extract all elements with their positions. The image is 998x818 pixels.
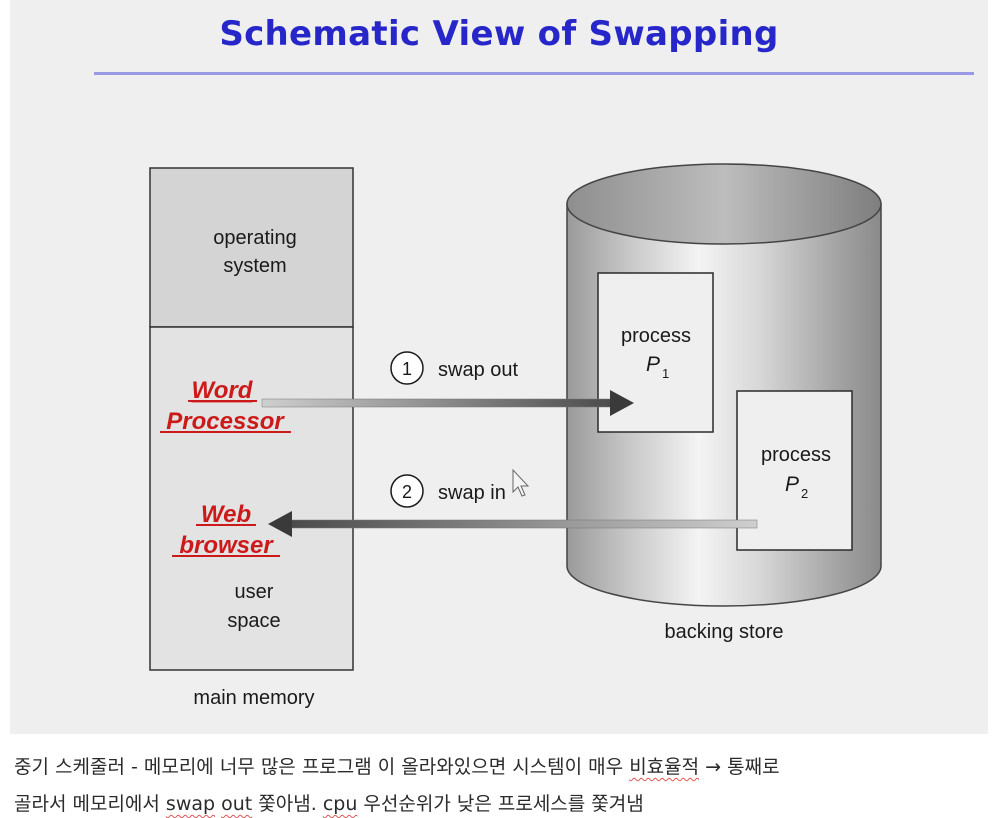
swap-in-shaft [288, 520, 757, 528]
swapping-diagram: operating system Word Processor Web brow… [10, 0, 988, 734]
swap-out-label: swap out [438, 359, 518, 381]
main-memory-label: main memory [193, 687, 314, 709]
web-browser-label-line2: browser [179, 532, 274, 559]
note-line2-tail: 우선순위가 낮은 프로세스를 쫓겨냄 [357, 793, 643, 815]
slide: Schematic View of Swapping [10, 0, 988, 734]
note-line1-tail: → 통째로 [699, 756, 779, 778]
note-out-word: out [221, 793, 252, 815]
mouse-cursor-icon [513, 470, 528, 496]
swap-out-shaft [262, 399, 614, 407]
note-misspelled-word: 비효율적 [629, 756, 699, 778]
process-p2-name: P [785, 473, 799, 496]
note-swap-word: swap [166, 793, 215, 815]
note-line-2: 골라서 메모리에서 swap out 쫓아냄. cpu 우선순위가 낮은 프로세… [14, 789, 989, 816]
note-cpu-word: cpu [323, 793, 358, 815]
process-p2-label: process [761, 444, 831, 466]
main-memory: operating system Word Processor Web brow… [150, 168, 353, 709]
note-line2-text: 골라서 메모리에서 [14, 793, 166, 815]
swap-out-label-group: 1 swap out [391, 352, 518, 384]
note-line1-text: 중기 스케줄러 - 메모리에 너무 많은 프로그램 이 올라와있으면 시스템이 … [14, 756, 629, 778]
cylinder-top [567, 164, 881, 244]
swap-in-step-number: 2 [402, 482, 412, 502]
process-p1-name: P [646, 353, 660, 376]
os-label-line1: operating [213, 227, 296, 249]
swap-in-label: swap in [438, 482, 506, 504]
note-line2-middle: 쫓아냄. [252, 793, 323, 815]
swap-in-label-group: 2 swap in [391, 475, 506, 507]
web-browser-label-line1: Web [201, 501, 251, 528]
os-label-line2: system [223, 255, 286, 277]
note-line-1: 중기 스케줄러 - 메모리에 너무 많은 프로그램 이 올라와있으면 시스템이 … [14, 752, 989, 779]
word-processor-label-line1: Word [192, 377, 254, 404]
backing-store-label: backing store [665, 621, 784, 643]
user-space-label-line2: space [227, 610, 280, 632]
swap-out-step-number: 1 [402, 359, 412, 379]
process-p1-subscript: 1 [662, 366, 669, 381]
process-p2-subscript: 2 [801, 486, 808, 501]
word-processor-label-line2: Processor [166, 408, 285, 435]
process-p1-label: process [621, 325, 691, 347]
user-space-label-line1: user [235, 581, 274, 603]
